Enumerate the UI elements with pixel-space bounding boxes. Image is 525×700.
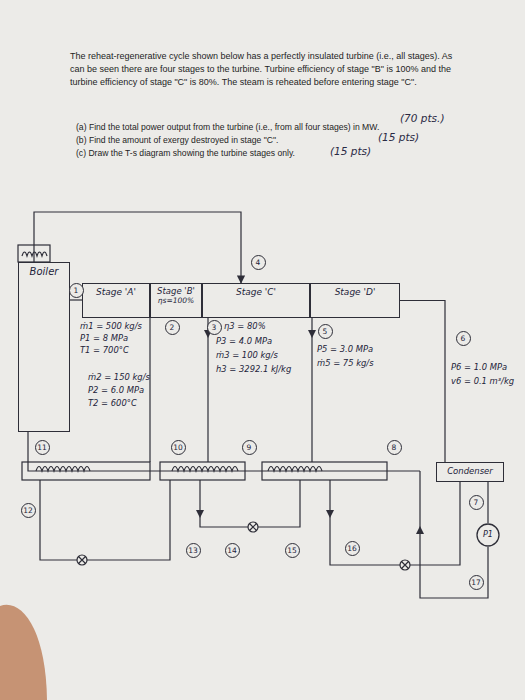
state-annotation: v6 = 0.1 m³/kg: [451, 376, 514, 387]
throttle-valve: [77, 555, 87, 565]
valve-body: [248, 522, 258, 532]
pipe-connector: [70, 299, 82, 300]
feedwater-heater: [22, 462, 150, 480]
question-text: (b) Find the amount of exergy destroyed …: [76, 134, 278, 146]
turbine-stage: Stage 'D': [310, 283, 400, 318]
node-title: Condenser: [447, 467, 493, 477]
pump-circle-shape: [477, 524, 499, 546]
boiler-box: Boiler: [18, 262, 70, 432]
state-number: 3: [207, 320, 222, 335]
state-number: 9: [242, 440, 257, 455]
state-annotation: P2 = 6.0 MPa: [88, 385, 144, 396]
question-text: (a) Find the total power output from the…: [76, 121, 379, 133]
flow-arrow: [308, 330, 316, 338]
state-number: 6: [456, 331, 471, 346]
condenser-box: Condenser: [436, 462, 504, 482]
pump-circle: P1: [476, 523, 500, 547]
state-number: 15: [285, 543, 300, 558]
state-annotation: T1 = 700°C: [80, 345, 129, 356]
valve-cross: [250, 524, 257, 531]
throttle-valve: [248, 522, 258, 532]
drain-line: [330, 480, 460, 565]
state-number: 11: [35, 440, 50, 455]
state-number: 7: [469, 495, 484, 510]
state-number: 14: [225, 543, 240, 558]
state-number: 5: [318, 324, 333, 339]
piping: [18, 245, 488, 598]
state-annotation: ṁ2 = 150 kg/s: [88, 372, 150, 383]
node-title: Stage 'C': [236, 287, 276, 297]
flow-arrow: [326, 510, 334, 518]
drain-line: [40, 480, 170, 560]
node-title: Boiler: [30, 266, 59, 278]
state-annotation: ṁ5 = 75 kg/s: [317, 358, 374, 369]
state-number: 4: [251, 255, 266, 270]
flow-arrow: [416, 526, 424, 534]
feedwater-line: [28, 432, 420, 471]
state-annotation: h3 = 3292.1 kJ/kg: [216, 364, 291, 375]
flow-arrow: [196, 510, 204, 518]
feedwater-heater: [262, 462, 387, 480]
thumb: [0, 605, 47, 700]
point-value: (70 pts.): [400, 112, 444, 124]
heater-coil: [172, 467, 238, 472]
question-text: (c) Draw the T-s diagram showing the tur…: [76, 147, 295, 159]
reheater-coil: [22, 252, 47, 256]
state-number: 17: [469, 575, 484, 590]
valve-body: [400, 560, 410, 570]
extraction-line: [207, 318, 208, 462]
state-annotation: P6 = 1.0 MPa: [451, 362, 507, 373]
reheater-box: [18, 245, 50, 262]
turbine-stage: Stage 'B'ηs=100%: [150, 283, 202, 318]
throttle-valve: [400, 560, 410, 570]
point-value: (15 pts): [378, 131, 419, 143]
point-value: (15 pts): [330, 145, 371, 157]
state-number: 12: [21, 503, 36, 518]
state-number: 8: [387, 440, 402, 455]
valve-cross: [402, 562, 409, 569]
extraction-line: [311, 318, 312, 462]
valve-cross: [79, 557, 86, 564]
node-title: Stage 'D': [335, 287, 376, 297]
state-annotation: T2 = 600°C: [88, 398, 137, 409]
flow-arrows: [196, 330, 424, 534]
state-annotation: P5 = 3.0 MPa: [317, 344, 373, 355]
heater-coil: [268, 467, 322, 472]
pipe-connector: [400, 301, 445, 463]
state-number: 10: [171, 440, 186, 455]
turbine-stage: Stage 'C': [202, 283, 310, 318]
node-note: ηs=100%: [158, 297, 194, 306]
heater-coil: [36, 467, 90, 472]
state-number: 13: [186, 543, 201, 558]
state-annotation: η3 = 80%: [224, 321, 266, 332]
feedwater-heater: [160, 462, 245, 480]
state-annotation: P1 = 8 MPa: [80, 333, 128, 344]
state-number: 2: [165, 320, 180, 335]
extraction-line: [149, 318, 150, 462]
state-number: 16: [345, 541, 360, 556]
state-annotation: ṁ1 = 500 kg/s: [80, 321, 142, 332]
state-annotation: ṁ3 = 100 kg/s: [216, 350, 278, 361]
state-annotation: P3 = 4.0 MPa: [216, 336, 272, 347]
turbine-stage: Stage 'A': [82, 283, 150, 318]
pipe-connector: [34, 212, 241, 283]
state-number: 1: [69, 283, 84, 298]
pipe-connector: [487, 482, 488, 523]
node-title: P1: [483, 530, 493, 539]
node-title: Stage 'A': [96, 287, 136, 297]
valve-body: [77, 555, 87, 565]
problem-statement: The reheat-regenerative cycle shown belo…: [70, 50, 462, 89]
node-title: Stage 'B': [157, 287, 195, 297]
drain-line: [200, 480, 300, 527]
